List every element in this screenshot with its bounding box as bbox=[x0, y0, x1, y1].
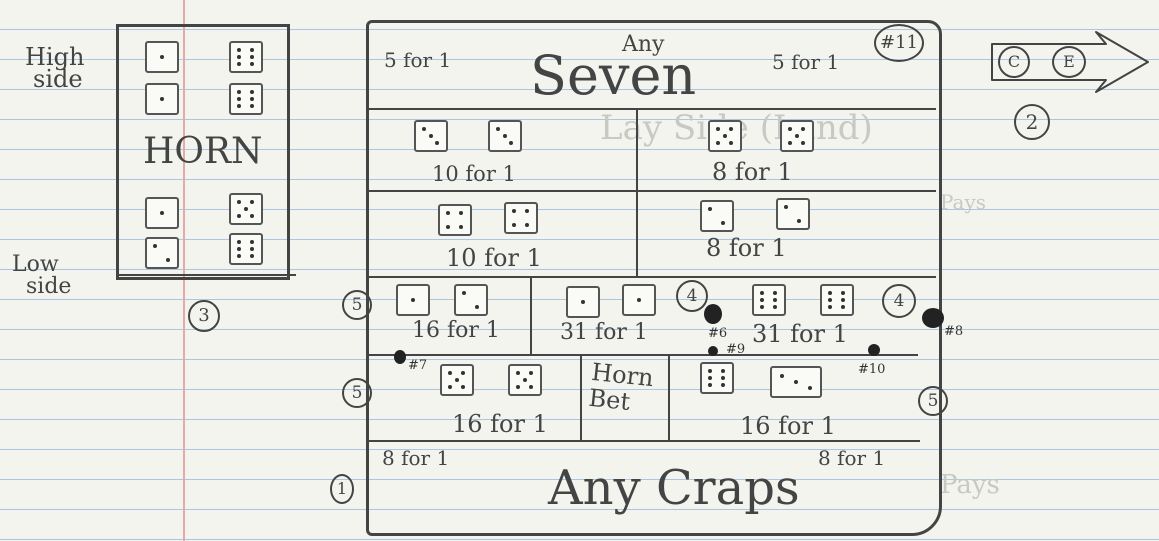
hardway-odds: 10 for 1 bbox=[446, 244, 542, 272]
die-face bbox=[708, 120, 742, 152]
horn-title: HORN bbox=[143, 131, 263, 172]
divider bbox=[366, 276, 936, 278]
die-face bbox=[622, 284, 656, 316]
peg-marker bbox=[922, 308, 944, 328]
horn-ref-number: 3 bbox=[188, 300, 220, 332]
divider bbox=[368, 190, 936, 192]
die-face bbox=[229, 41, 263, 73]
horn-box[interactable]: HORN bbox=[116, 24, 290, 280]
bleed-through-text: Pays bbox=[940, 190, 986, 214]
divider bbox=[636, 108, 638, 276]
die-face bbox=[145, 197, 179, 229]
position-marker: 5 bbox=[918, 386, 948, 416]
die-face bbox=[504, 202, 538, 234]
one-roll-odds: 16 for 1 bbox=[452, 410, 548, 438]
hardway-odds: 8 for 1 bbox=[712, 158, 793, 186]
divider bbox=[368, 108, 936, 110]
die-face bbox=[438, 204, 472, 236]
one-roll-odds: 31 for 1 bbox=[752, 320, 848, 348]
peg-label: #9 bbox=[726, 342, 745, 357]
die-face bbox=[414, 120, 448, 152]
table-number: #11 bbox=[874, 24, 924, 62]
peg-label: #8 bbox=[944, 324, 963, 339]
any-seven-word: Seven bbox=[530, 44, 696, 107]
any-craps-right-odds: 8 for 1 bbox=[818, 446, 885, 470]
one-roll-odds: 16 for 1 bbox=[412, 318, 500, 343]
c-bet-circle[interactable]: C bbox=[998, 46, 1030, 78]
e-bet-circle[interactable]: E bbox=[1052, 46, 1086, 78]
die-face bbox=[454, 284, 488, 316]
position-marker: 4 bbox=[882, 284, 916, 318]
die-face bbox=[440, 364, 474, 396]
die-face bbox=[229, 83, 263, 115]
die-face bbox=[700, 200, 734, 232]
die-face bbox=[488, 120, 522, 152]
low-side-label: Low side bbox=[12, 254, 71, 298]
any-craps-left-odds: 8 for 1 bbox=[382, 446, 449, 470]
one-roll-odds: 31 for 1 bbox=[560, 320, 648, 345]
any-seven-left-odds: 5 for 1 bbox=[384, 48, 451, 72]
die-face bbox=[229, 193, 263, 225]
position-marker: 5 bbox=[342, 378, 372, 408]
die-face bbox=[820, 284, 854, 316]
divider bbox=[530, 276, 532, 356]
die-face bbox=[145, 41, 179, 73]
die-face bbox=[145, 83, 179, 115]
hardway-odds: 10 for 1 bbox=[432, 162, 516, 186]
die-face bbox=[566, 286, 600, 318]
peg-marker bbox=[708, 346, 718, 356]
divider bbox=[368, 440, 920, 442]
bleed-through-text: Pays bbox=[940, 470, 1000, 500]
any-craps-word: Any Craps bbox=[548, 460, 800, 516]
die-face bbox=[776, 198, 810, 230]
position-marker: 5 bbox=[342, 290, 372, 320]
die-face bbox=[508, 364, 542, 396]
horn-box-underline bbox=[116, 274, 296, 276]
position-marker: 4 bbox=[676, 280, 708, 312]
peg-label: #10 bbox=[858, 362, 885, 377]
any-seven-right-odds: 5 for 1 bbox=[772, 50, 839, 74]
ce-ref-number: 2 bbox=[1014, 104, 1050, 140]
peg-marker bbox=[868, 344, 880, 356]
peg-label: #6 bbox=[708, 326, 727, 341]
die-face bbox=[770, 366, 822, 398]
die-face bbox=[145, 237, 179, 269]
die-face bbox=[752, 284, 786, 316]
divider bbox=[580, 354, 582, 442]
peg-label: #7 bbox=[408, 358, 427, 373]
high-side-label: High side bbox=[25, 46, 84, 90]
divider bbox=[368, 354, 918, 356]
horn-bet-label: Horn Bet bbox=[587, 359, 654, 417]
die-face bbox=[780, 120, 814, 152]
peg-marker bbox=[394, 350, 406, 364]
one-roll-odds: 16 for 1 bbox=[740, 412, 836, 440]
peg-marker bbox=[704, 304, 722, 324]
die-face bbox=[396, 284, 430, 316]
hardway-odds: 8 for 1 bbox=[706, 234, 787, 262]
divider bbox=[668, 354, 670, 442]
die-face bbox=[229, 233, 263, 265]
position-marker: 1 bbox=[330, 474, 354, 504]
die-face bbox=[700, 362, 734, 394]
